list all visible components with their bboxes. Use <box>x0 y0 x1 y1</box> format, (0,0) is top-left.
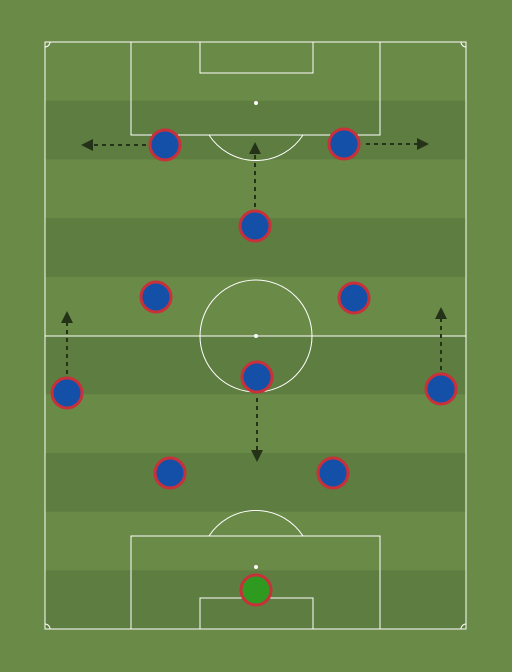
player-marker-left-back <box>50 376 84 410</box>
bottom-penalty-arc <box>208 509 304 537</box>
player-marker-right-back <box>424 372 458 406</box>
pitch-stripe <box>45 452 466 513</box>
pitch-stripe <box>45 42 466 102</box>
pitch-stripe <box>45 276 466 336</box>
corner-arc-bottom-right <box>460 623 467 630</box>
corner-arc-bottom-left <box>44 623 51 630</box>
player-marker-attacking-midfielder <box>238 209 272 243</box>
player-marker-centre-back <box>153 456 187 490</box>
player-marker-forward <box>327 127 361 161</box>
centre-spot <box>254 334 258 338</box>
pitch-stripe <box>45 394 466 454</box>
pitch-stripes <box>45 42 466 630</box>
player-marker-defensive-midfielder <box>240 360 274 394</box>
top-penalty-arc <box>208 134 304 162</box>
player-marker-centre-back <box>316 456 350 490</box>
top-goal-area <box>199 41 314 74</box>
bottom-penalty-spot <box>254 565 258 569</box>
pitch-stripe <box>45 511 466 571</box>
player-marker-forward <box>148 128 182 162</box>
player-marker-central-midfielder <box>139 280 173 314</box>
player-markers <box>50 127 458 607</box>
corner-arc-top-right <box>460 41 467 48</box>
top-penalty-spot <box>254 101 258 105</box>
player-marker-central-midfielder <box>337 281 371 315</box>
player-marker-goalkeeper <box>239 573 273 607</box>
movement-arrows <box>61 138 447 462</box>
corner-arc-top-left <box>44 41 51 48</box>
pitch-stripe <box>45 100 466 160</box>
